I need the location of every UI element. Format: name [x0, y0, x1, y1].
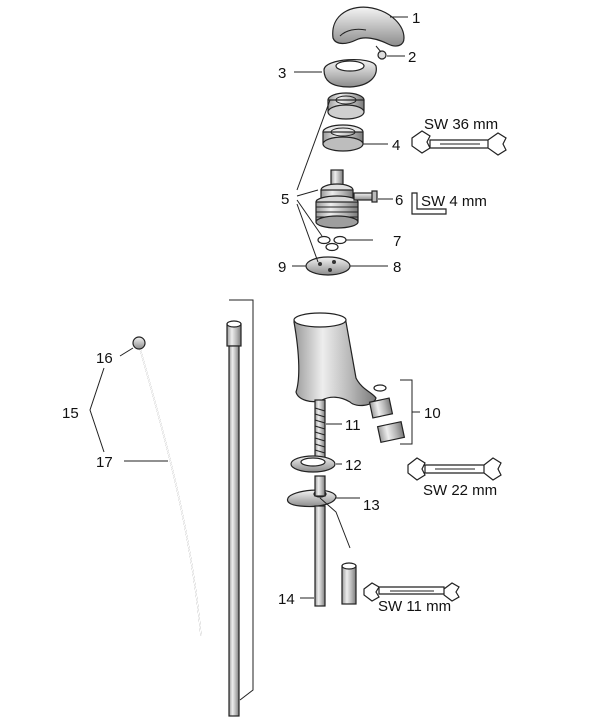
label-part-11: 11	[345, 417, 361, 434]
label-part-3: 3	[278, 65, 286, 82]
label-part-14: 14	[278, 591, 295, 608]
label-part-12: 12	[345, 457, 362, 474]
part-6-set-screw	[353, 190, 378, 203]
label-part-13: 13	[363, 497, 380, 514]
part-17-pull-rod-cable	[138, 344, 202, 637]
label-part-16: 16	[96, 350, 113, 367]
label-part-1: 1	[412, 10, 420, 27]
label-sw-36: SW 36 mm	[424, 116, 498, 133]
label-sw-4: SW 4 mm	[421, 193, 487, 210]
part-10-aerator	[368, 384, 406, 444]
part-16-ball-knob	[132, 336, 146, 350]
label-part-17: 17	[96, 454, 113, 471]
wrench-sw-36	[411, 130, 507, 156]
part-5-cartridge	[315, 169, 359, 229]
supply-pipe	[226, 299, 254, 717]
lower-leader-lines	[89, 347, 420, 599]
label-part-5: 5	[281, 191, 289, 208]
part-upper-nut	[327, 92, 365, 120]
part-2-screw	[375, 45, 387, 60]
label-part-10: 10	[424, 405, 441, 422]
upper-leader-lines	[292, 16, 408, 267]
wrench-sw-11	[363, 582, 460, 602]
part-13-nut	[341, 562, 357, 605]
label-part-15: 15	[62, 405, 79, 422]
hex-key-sw-4	[411, 192, 447, 215]
label-part-8: 8	[393, 259, 401, 276]
label-part-2: 2	[408, 49, 416, 66]
part-7-o-rings	[317, 235, 347, 252]
label-part-9: 9	[278, 259, 286, 276]
label-sw-11: SW 11 mm	[378, 598, 451, 615]
part-12-washer	[290, 455, 336, 473]
mixer-body	[293, 312, 377, 407]
part-3-cover-cap	[323, 59, 377, 88]
label-part-4: 4	[392, 137, 400, 154]
part-8-seal-disc	[305, 256, 351, 276]
label-part-6: 6	[395, 192, 403, 209]
label-sw-22: SW 22 mm	[423, 482, 497, 499]
part-1-lever-handle	[332, 6, 405, 47]
part-13-fixing-plate	[286, 475, 337, 607]
wrench-sw-22	[407, 457, 502, 481]
part-4-threaded-nut	[322, 124, 364, 152]
label-part-7: 7	[393, 233, 401, 250]
